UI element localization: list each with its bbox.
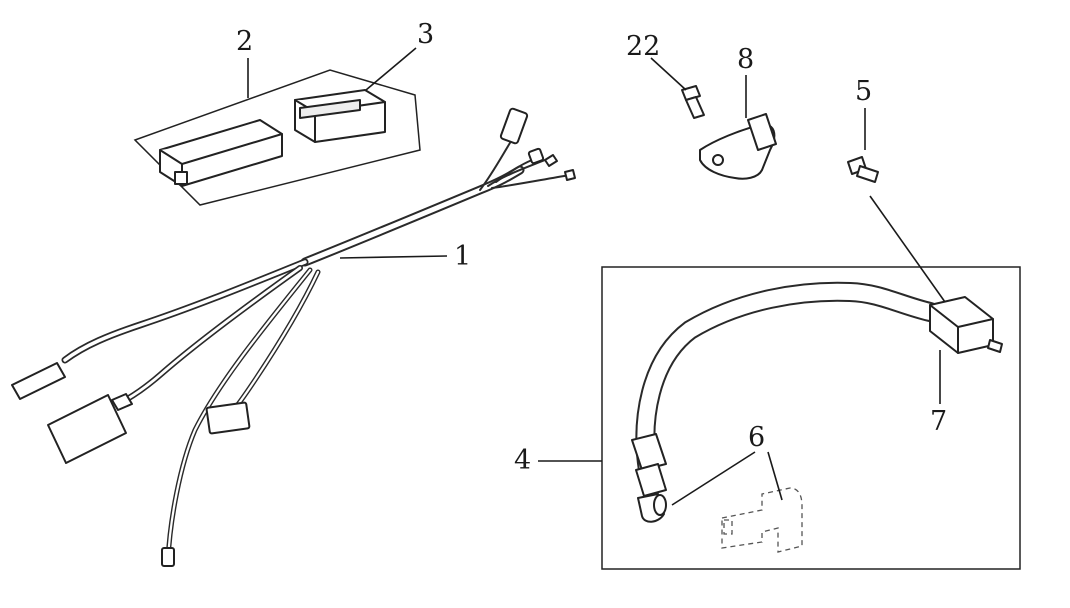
bolt-22 xyxy=(681,85,705,119)
callout-8: 8 xyxy=(737,44,754,75)
cdi-relay-group xyxy=(133,69,421,206)
ignition-coil-assembly xyxy=(601,266,1021,570)
callout-2: 2 xyxy=(236,26,253,57)
assembly-outline xyxy=(601,266,1021,570)
group-outline xyxy=(133,69,421,206)
ignition-coil-7 xyxy=(929,296,1003,354)
callout-22: 22 xyxy=(626,31,660,62)
callout-4: 4 xyxy=(514,445,531,476)
callout-1: 1 xyxy=(454,241,471,272)
callout-6: 6 xyxy=(748,422,765,453)
spark-plug-cap-6 xyxy=(631,433,667,523)
callout-3: 3 xyxy=(417,19,434,50)
cdi-unit xyxy=(159,119,283,187)
wire-harness xyxy=(11,107,576,567)
leader-lines xyxy=(247,47,946,506)
relay-unit xyxy=(294,89,386,143)
bolt-5 xyxy=(847,156,879,183)
alternate-plug-tip-outline xyxy=(723,519,733,535)
callout-5: 5 xyxy=(855,76,872,107)
bracket-8 xyxy=(699,113,777,180)
callout-7: 7 xyxy=(930,406,947,437)
alternate-plug-cap-outline xyxy=(721,487,803,553)
callout-labels: 2 3 1 4 5 6 7 8 22 xyxy=(236,19,947,476)
